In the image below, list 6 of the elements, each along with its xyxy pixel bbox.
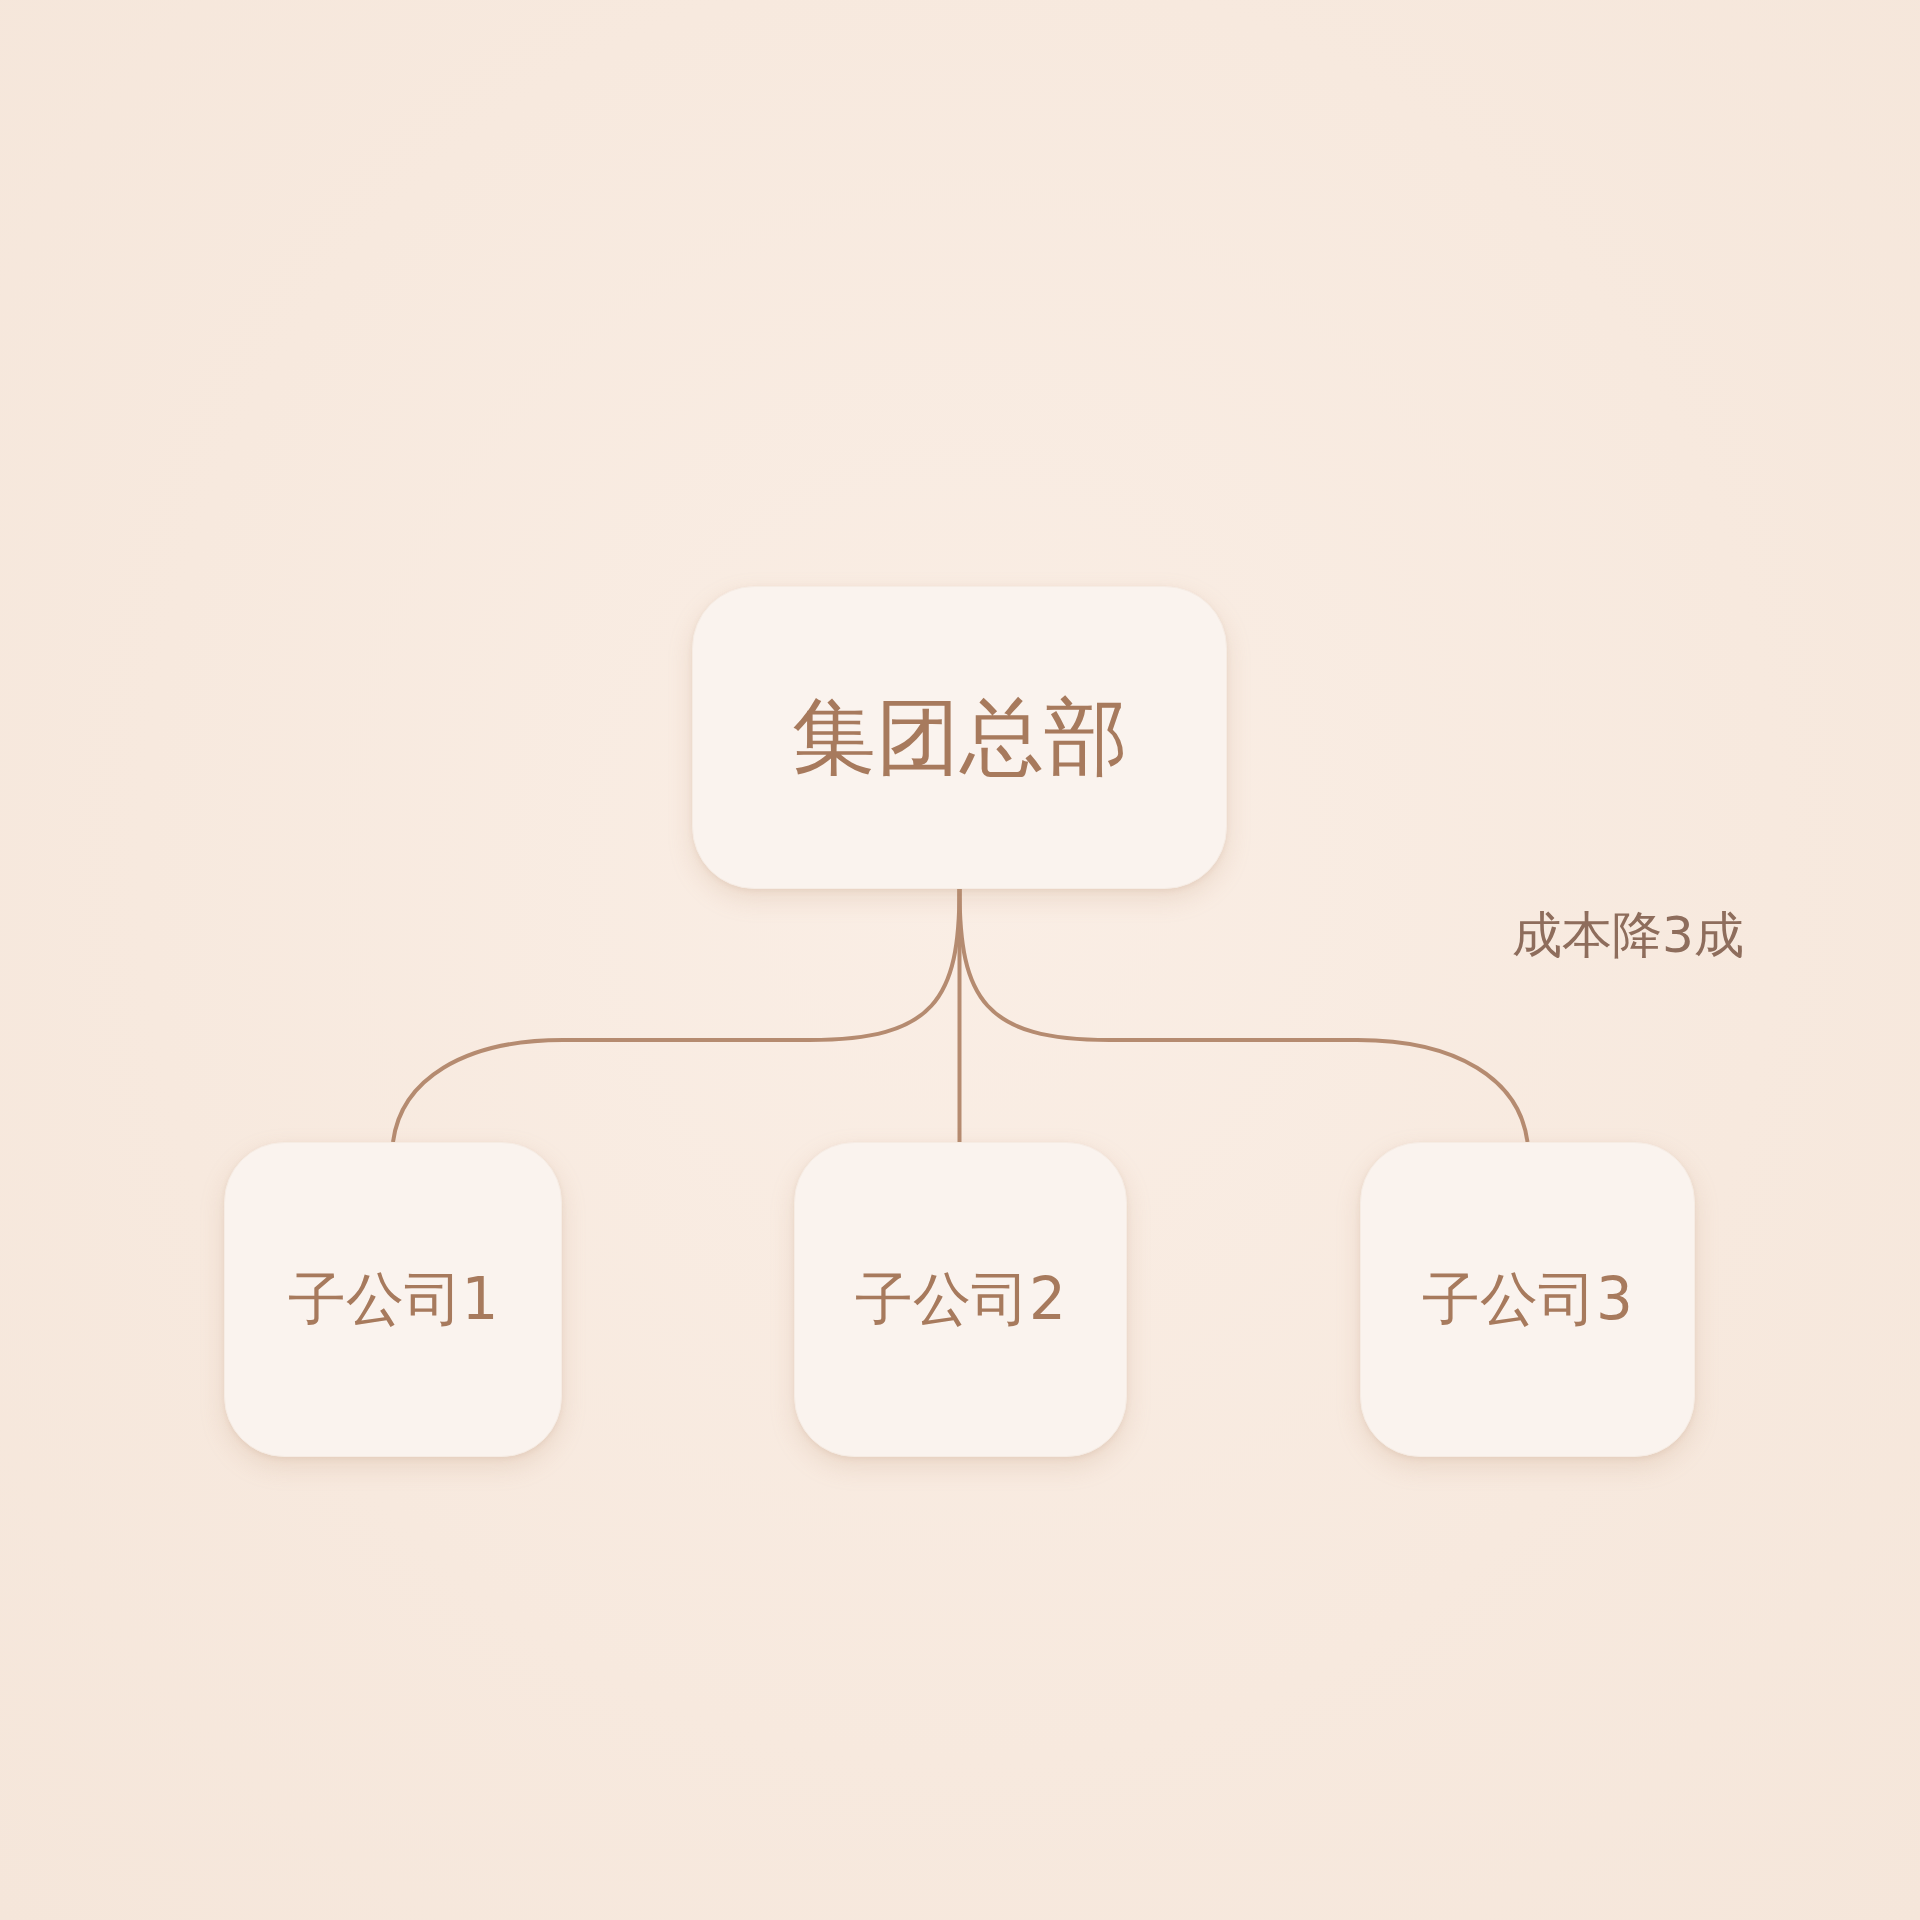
org-box: 子公司1 — [224, 1142, 562, 1457]
org-box: 子公司3 — [1360, 1142, 1695, 1457]
annotation-text: 成本降3成 — [1512, 910, 1744, 960]
connector-line — [957, 888, 1530, 1143]
org-box: 子公司2 — [794, 1142, 1127, 1457]
org-box: 集团总部 — [692, 586, 1227, 889]
